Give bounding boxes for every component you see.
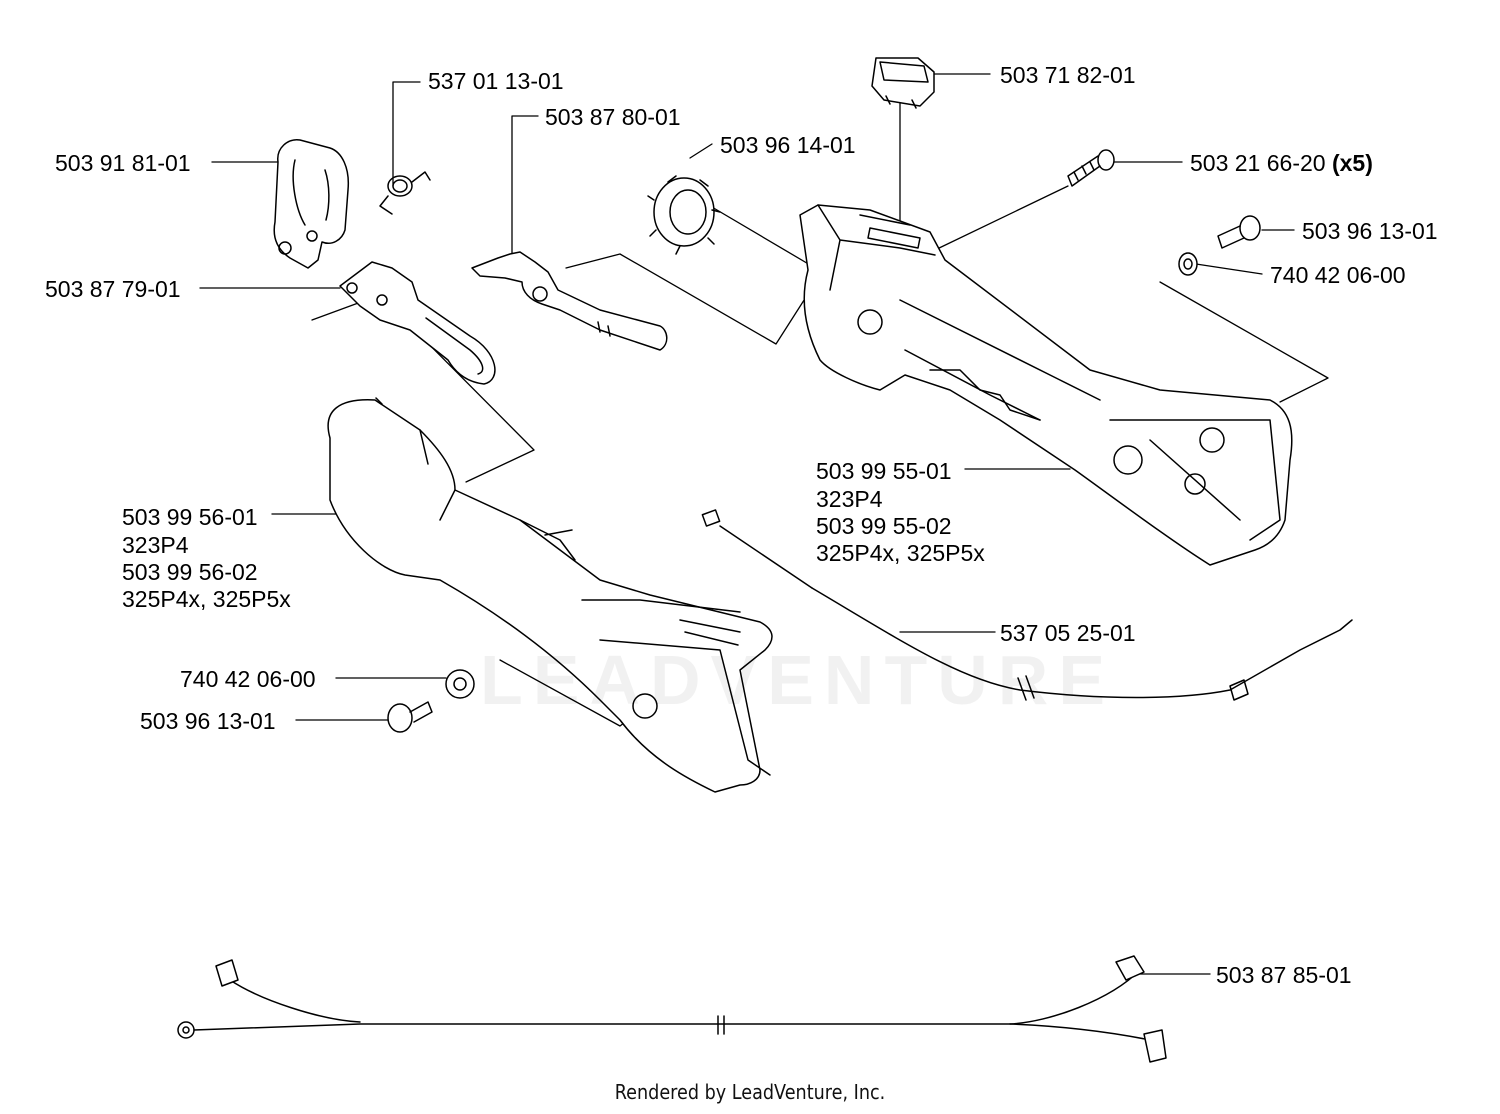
watermark: LEADVENTURE (480, 641, 1116, 719)
screw-part (1067, 149, 1115, 187)
label-503-96-14-01: 503 96 14-01 (720, 132, 856, 158)
footer-credit: Rendered by LeadVenture, Inc. (614, 1080, 886, 1104)
label-537-01-13-01: 537 01 13-01 (428, 68, 564, 94)
label-503-87-79-01: 503 87 79-01 (45, 276, 181, 302)
leader-lines (199, 73, 1329, 975)
label-503-99-56-01: 503 99 56-01 (122, 504, 258, 530)
label-537-05-25-01: 537 05 25-01 (1000, 620, 1136, 646)
trigger-part (339, 261, 496, 385)
wire-harness (177, 955, 1167, 1063)
label-503-99-55-02: 503 99 55-02 (816, 513, 952, 539)
screw-washer-bottom (387, 669, 475, 733)
label-503-21-66-20-number: 503 21 66-20 (1190, 150, 1326, 176)
label-503-96-13-01-top: 503 96 13-01 (1302, 218, 1438, 244)
ring-part (647, 175, 721, 255)
label-503-99-56-02: 503 99 56-02 (122, 559, 258, 585)
label-503-71-82-01: 503 71 82-01 (1000, 62, 1136, 88)
front-handle-half (799, 204, 1293, 566)
label-model-323p4-rear: 323P4 (122, 532, 189, 558)
label-503-87-80-01: 503 87 80-01 (545, 104, 681, 130)
label-503-21-66-20: 503 21 66-20 (x5) (1190, 150, 1373, 176)
switch-part (871, 57, 935, 109)
label-740-42-06-00-top: 740 42 06-00 (1270, 262, 1406, 288)
label-503-99-55-01: 503 99 55-01 (816, 458, 952, 484)
label-503-96-13-01-bottom: 503 96 13-01 (140, 708, 276, 734)
lever-part (471, 251, 668, 351)
label-503-91-81-01: 503 91 81-01 (55, 150, 191, 176)
screw-washer-top (1178, 215, 1261, 276)
bracket-part (273, 139, 350, 269)
spring-part (379, 171, 431, 215)
label-740-42-06-00-bottom: 740 42 06-00 (180, 666, 316, 692)
label-quantity: (x5) (1331, 150, 1373, 176)
label-model-323p4-front: 323P4 (816, 486, 883, 512)
rear-handle-half (327, 397, 773, 793)
label-model-325-rear: 325P4x, 325P5x (122, 586, 291, 612)
label-model-325-front: 325P4x, 325P5x (816, 540, 985, 566)
throttle-cable (701, 509, 1353, 701)
label-503-87-85-01: 503 87 85-01 (1216, 962, 1352, 988)
